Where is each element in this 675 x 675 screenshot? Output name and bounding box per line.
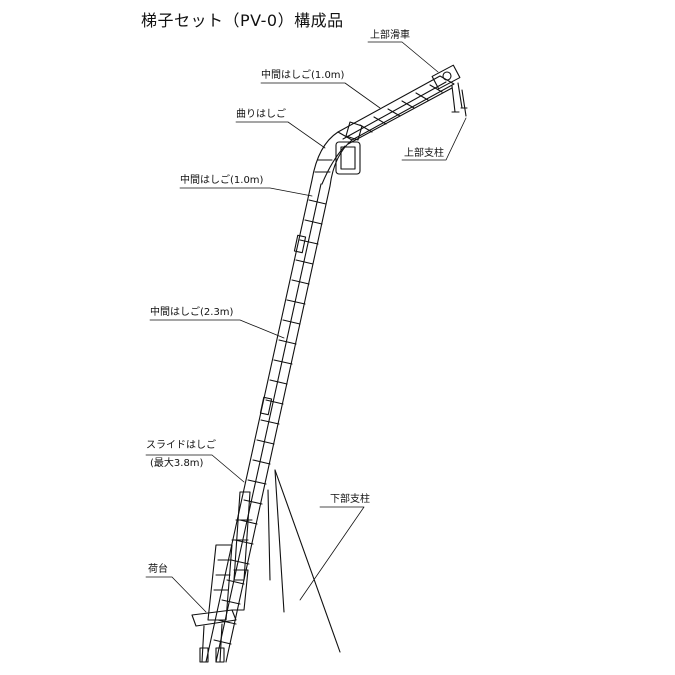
middle-ladder-main-label: 中間はしご(2.3m): [150, 307, 234, 318]
bottom-support-label: 下部支柱: [330, 494, 370, 505]
slide-ladder-max-label: (最大3.8m): [150, 458, 204, 469]
bottom-support: [267, 469, 341, 653]
curved-ladder: [311, 121, 363, 187]
platform: [191, 544, 249, 663]
main-ladder: [205, 179, 331, 663]
platform-label: 荷台: [148, 564, 168, 575]
top-support-label: 上部支柱: [404, 148, 444, 159]
slide-ladder-label: スライドはしご: [146, 440, 216, 451]
leader-lines: [145, 41, 467, 613]
middle-ladder-upper-label: 中間はしご(1.0m): [180, 175, 264, 186]
middle-ladder-top-label: 中間はしご(1.0m): [261, 70, 345, 81]
top-pulley-label: 上部滑車: [370, 30, 410, 41]
top-ladder-section: [337, 64, 468, 145]
page-title: 梯子セット（PV-0）構成品: [141, 11, 344, 30]
curved-ladder-label: 曲りはしご: [236, 109, 286, 120]
